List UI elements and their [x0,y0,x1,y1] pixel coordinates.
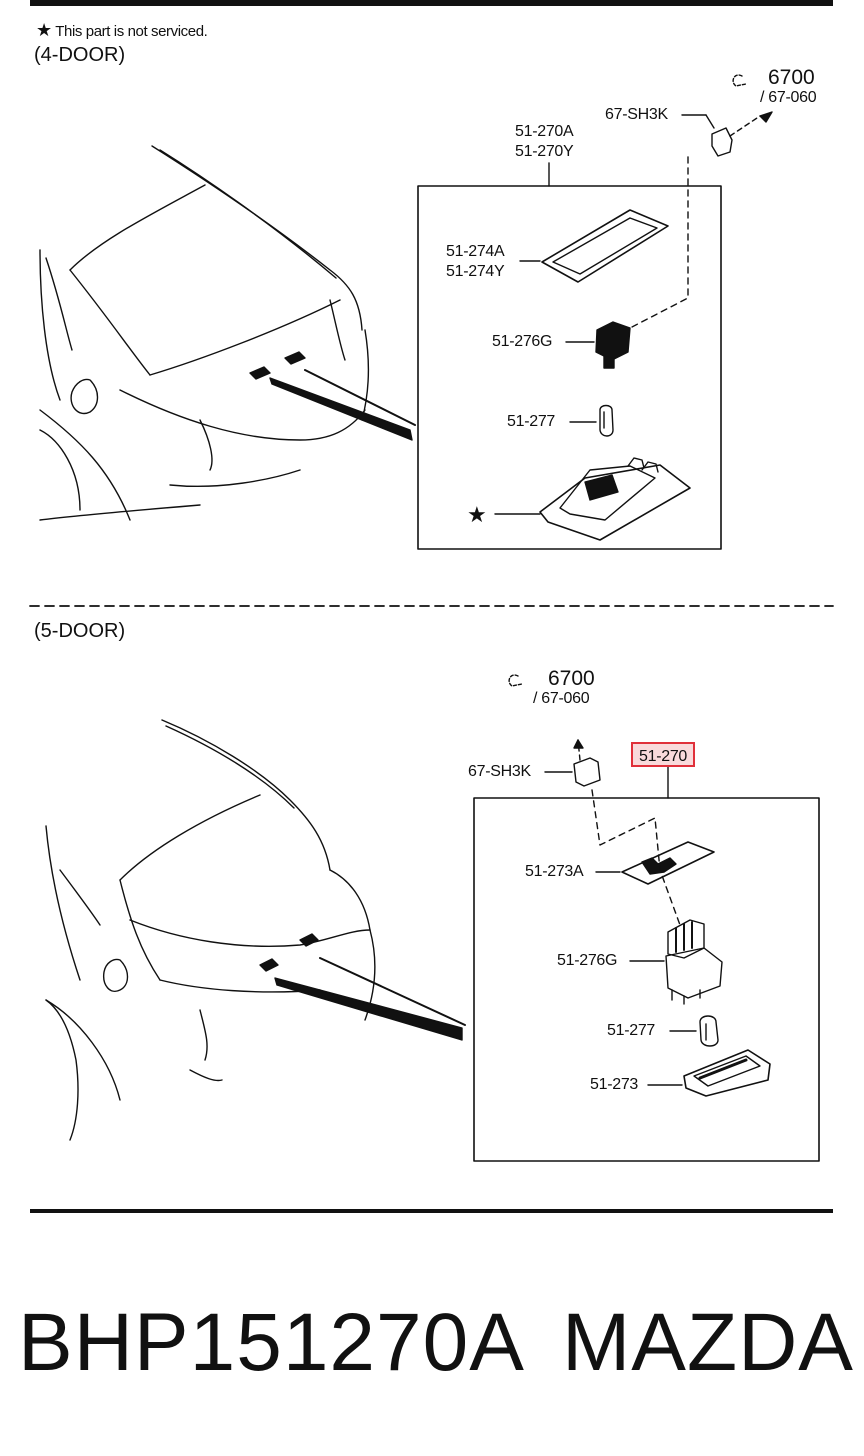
bottom-rule [30,1209,833,1213]
label-51-273a: 51-273A [525,863,584,880]
label-51-273: 51-273 [590,1076,639,1093]
top-rule [30,0,833,6]
label-51-274y: 51-274Y [446,263,505,280]
section-title-5door: (5-DOOR) [34,620,126,642]
label-51-270y: 51-270Y [515,143,574,160]
label-67-sh3k-4door: 67-SH3K [605,106,668,123]
label-51-276g-5door: 51-276G [557,952,618,969]
ref-6700-4door: 6700 [768,66,815,89]
label-67-sh3k-5door: 67-SH3K [468,763,531,780]
label-51-276g-4door: 51-276G [492,333,553,350]
car-4door-sketch [39,145,416,521]
highlight-51-270 [631,742,695,767]
label-51-277-5door: 51-277 [607,1022,656,1039]
ref-67060-5door: / 67-060 [533,690,590,707]
star-icon: ★ [36,20,52,40]
star-icon-lens: ★ [467,502,487,527]
label-51-270: 51-270 [639,748,688,765]
car-5door-sketch [45,719,466,1141]
label-51-274a: 51-274A [446,243,505,260]
brand-name: MAZDA [562,1297,854,1388]
part-number: BHP151270A [18,1297,525,1388]
label-51-277-4door: 51-277 [507,413,556,430]
label-51-270a: 51-270A [515,123,574,140]
ref-6700-5door: 6700 [548,667,595,690]
not-serviced-text: This part is not serviced. [55,23,208,40]
not-serviced-note: ★ This part is not serviced. [36,20,208,41]
ref-67060-4door: / 67-060 [760,89,817,106]
section-title-4door: (4-DOOR) [34,44,126,66]
